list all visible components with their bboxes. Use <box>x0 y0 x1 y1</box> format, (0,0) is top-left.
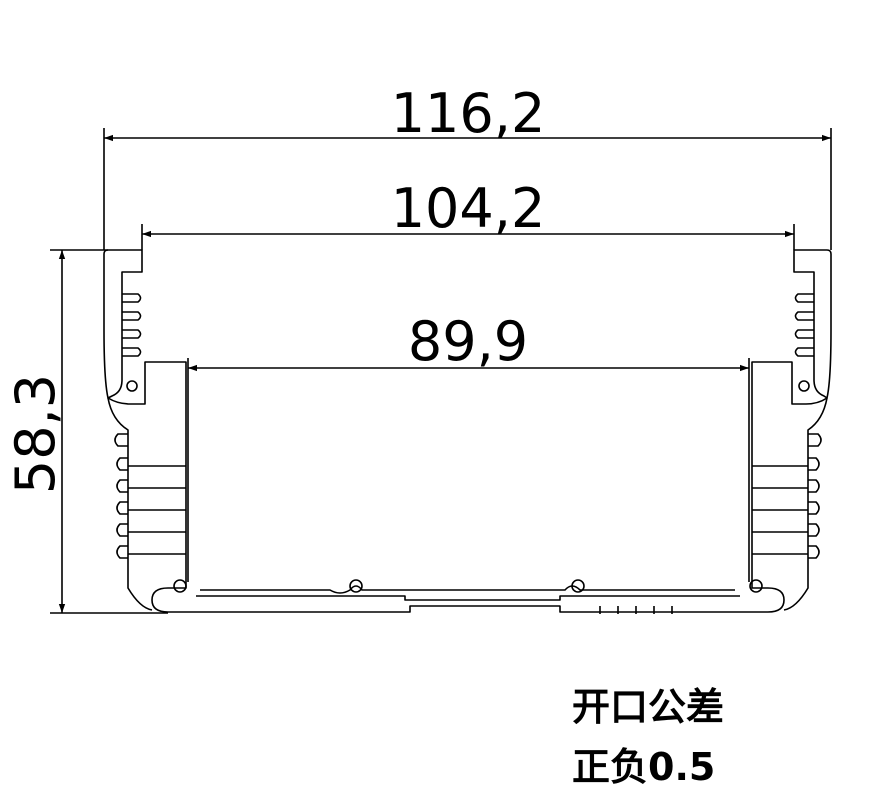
opening-tolerance-label: 开口公差 <box>572 685 725 729</box>
cavity-width-label: 89,9 <box>408 310 528 373</box>
right-shoulder <box>783 397 828 611</box>
left-upper-wall <box>103 249 143 399</box>
inner-width-label: 104,2 <box>391 177 546 240</box>
left-shoulder <box>107 397 153 611</box>
overall-width-label: 116,2 <box>391 82 546 145</box>
left-heatsink-fins <box>114 433 187 593</box>
right-lip-fins <box>794 293 814 392</box>
dimension-lines <box>58 134 831 613</box>
right-heatsink-fins <box>749 433 822 593</box>
tolerance-value-label: 正负0.5 <box>572 745 716 789</box>
left-lower-wall <box>107 361 828 613</box>
left-lip-fins <box>122 293 142 392</box>
bottom-screw-slots <box>349 579 673 614</box>
inner-floor-lower <box>196 595 740 601</box>
right-upper-wall <box>793 249 832 399</box>
profile-outline <box>103 249 832 613</box>
height-label: 58,3 <box>4 374 67 494</box>
inner-floor <box>200 585 735 594</box>
